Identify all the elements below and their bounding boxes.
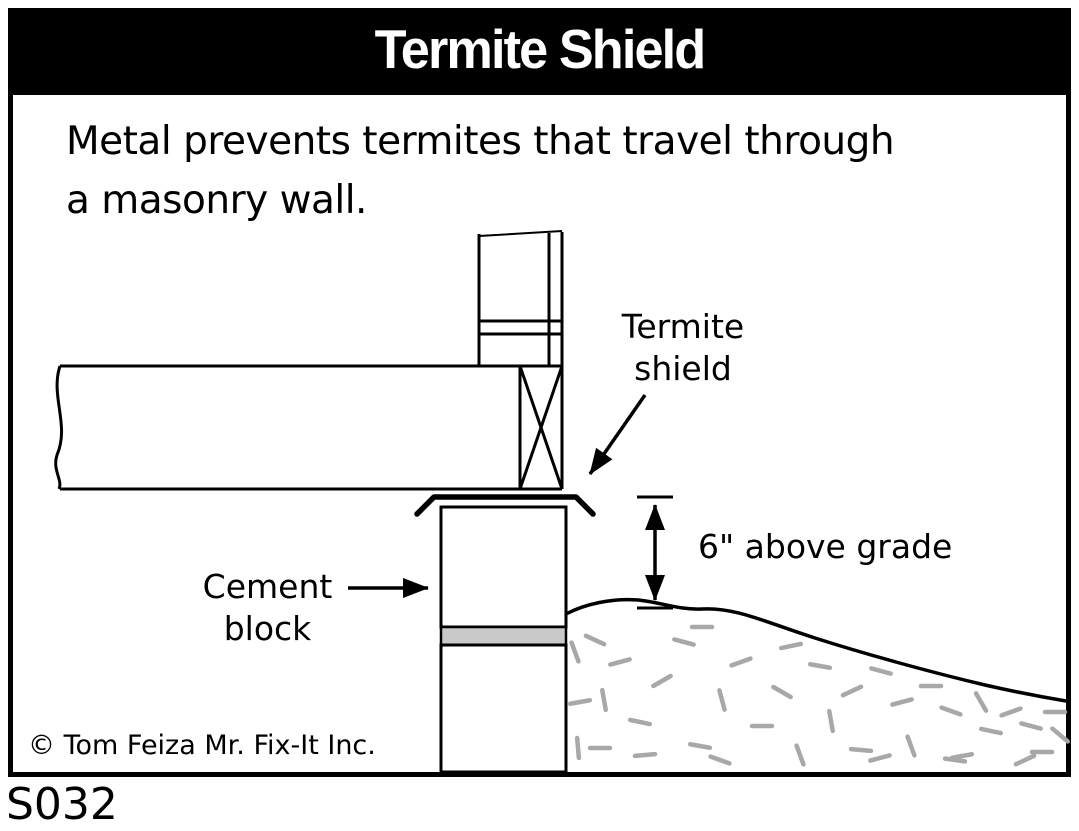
label-cement-block: Cement block	[202, 567, 333, 648]
description-text: Metal prevents termites that travel thro…	[66, 112, 1006, 230]
label-termite-shield: Termite shield	[621, 307, 745, 388]
copyright-text: © Tom Feiza Mr. Fix-It Inc.	[28, 730, 376, 761]
figure-code: S032	[6, 779, 118, 830]
title-bar: Termite Shield	[8, 8, 1071, 90]
figure-title: Termite Shield	[374, 18, 706, 80]
label-above-grade: 6" above grade	[698, 527, 953, 566]
description-line-2: a masonry wall.	[66, 178, 367, 223]
description-line-1: Metal prevents termites that travel thro…	[66, 119, 895, 164]
